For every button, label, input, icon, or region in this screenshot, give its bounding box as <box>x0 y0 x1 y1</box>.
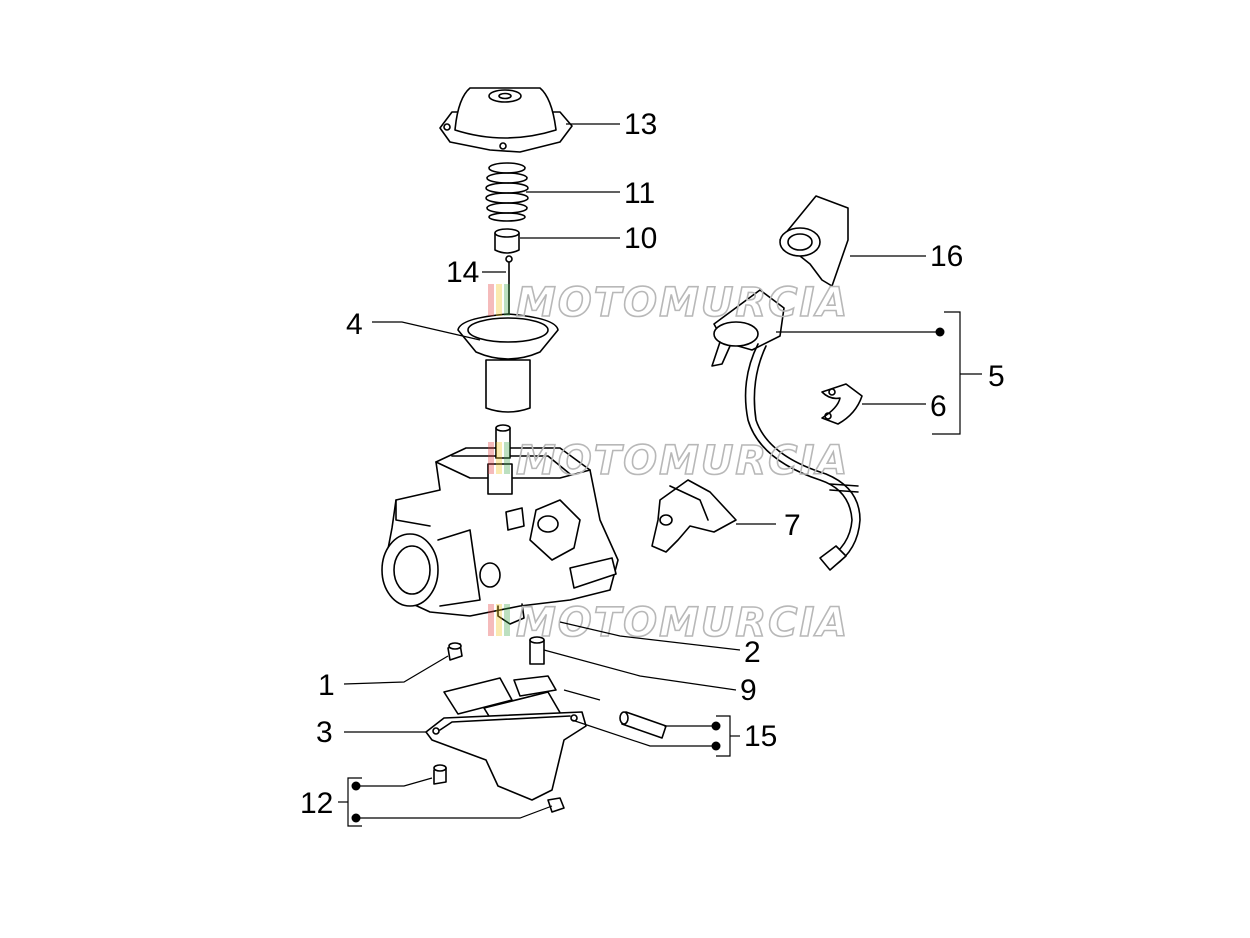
part-6-clip <box>821 383 863 425</box>
leader-12b <box>356 805 553 819</box>
part-3-float-bowl <box>425 711 587 801</box>
part-9-jet <box>529 636 545 665</box>
bracket-5 <box>932 311 961 435</box>
leader-lines <box>338 123 982 827</box>
callout-5: 5 <box>988 360 1005 393</box>
leader-9 <box>543 649 737 691</box>
leader-15b <box>571 719 716 747</box>
callout-1: 1 <box>318 669 335 702</box>
callout-15: 15 <box>744 720 777 753</box>
leader-12a <box>356 777 433 787</box>
part-10-holder <box>494 228 520 254</box>
callout-13: 13 <box>624 108 657 141</box>
leader-1 <box>343 655 449 685</box>
part-11-spring <box>485 162 529 222</box>
watermark: MOTOMURCIA <box>488 599 849 647</box>
callout-11: 11 <box>624 177 655 210</box>
callout-16: 16 <box>930 240 963 273</box>
carburetor-body <box>381 424 619 625</box>
watermark: MOTOMURCIA <box>488 437 849 485</box>
callout-4: 4 <box>346 308 363 341</box>
watermark-text: MOTOMURCIA <box>516 280 849 326</box>
part-12-screws <box>433 764 565 813</box>
part-15-pin <box>619 711 667 739</box>
callout-2: 2 <box>744 636 761 669</box>
watermark-text: MOTOMURCIA <box>516 600 849 646</box>
leader-dots <box>351 327 945 823</box>
callout-9: 9 <box>740 674 757 707</box>
part-5-choke <box>711 289 861 571</box>
callout-7: 7 <box>784 509 801 542</box>
part-16-boot <box>779 195 849 287</box>
part-4-slide <box>457 313 559 413</box>
part-7-starter <box>651 479 737 553</box>
part-13-cover <box>439 87 573 153</box>
part-1-screw <box>447 642 463 661</box>
leader-2 <box>559 621 741 651</box>
callout-3: 3 <box>316 716 333 749</box>
bracket-15 <box>716 715 731 757</box>
watermark-text: MOTOMURCIA <box>516 438 849 484</box>
callout-6: 6 <box>930 390 947 423</box>
watermark: MOTOMURCIA <box>488 279 849 327</box>
callout-10: 10 <box>624 222 657 255</box>
callout-14: 14 <box>446 256 479 289</box>
leader-15c <box>563 689 601 701</box>
callout-12: 12 <box>300 787 333 820</box>
watermark-group: MOTOMURCIA MOTOMURCIA MOTOMURCIA <box>488 279 849 647</box>
leader-4 <box>372 321 481 341</box>
callout-labels: 13 11 10 14 4 16 5 6 7 2 9 1 3 15 12 <box>300 108 1005 820</box>
